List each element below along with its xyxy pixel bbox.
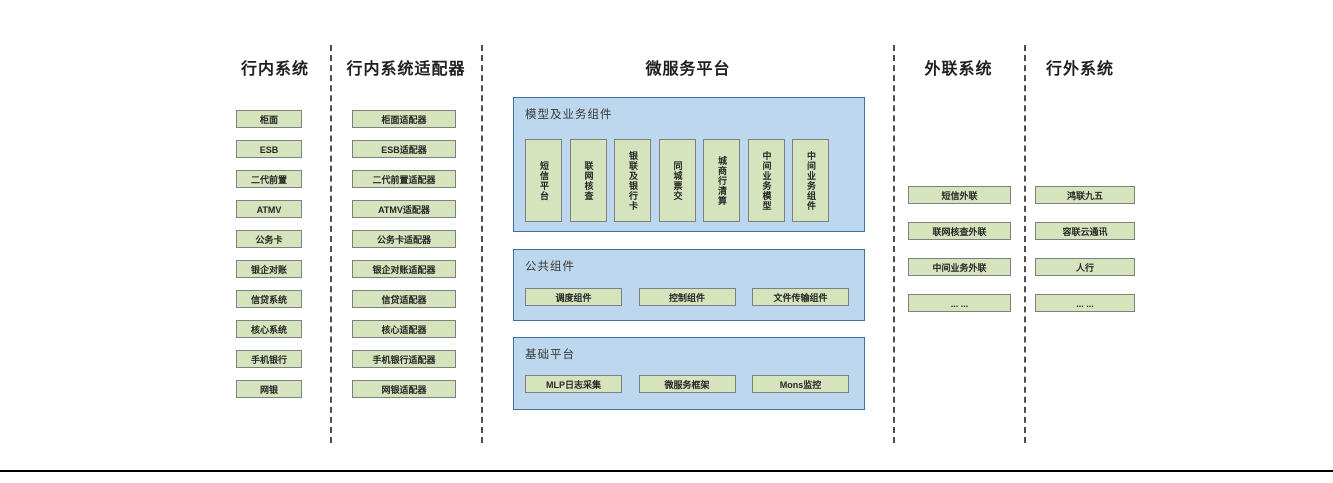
node-box: 联网核查外联 bbox=[908, 222, 1011, 240]
node-box: 银企对账适配器 bbox=[352, 260, 456, 278]
node-box: 同城票交 bbox=[658, 139, 696, 222]
node-box: 手机银行适配器 bbox=[352, 350, 456, 368]
external-link-column: 短信外联 联网核查外联 中间业务外联 ... ... bbox=[908, 186, 1011, 330]
node-box: 信贷适配器 bbox=[352, 290, 456, 308]
node-box: Mons监控 bbox=[752, 375, 849, 393]
node-box: 容联云通讯 bbox=[1035, 222, 1135, 240]
node-box: 网银适配器 bbox=[352, 380, 456, 398]
node-box: 网银 bbox=[236, 380, 302, 398]
node-box: 二代前置适配器 bbox=[352, 170, 456, 188]
node-box: 信贷系统 bbox=[236, 290, 302, 308]
node-label: 联网核查 bbox=[583, 160, 594, 201]
node-box: 柜面适配器 bbox=[352, 110, 456, 128]
node-box: ESB适配器 bbox=[352, 140, 456, 158]
header-outside-bank-systems: 行外系统 bbox=[1045, 61, 1114, 78]
node-box: 鸿联九五 bbox=[1035, 186, 1135, 204]
node-box: 银企对账 bbox=[236, 260, 302, 278]
node-box: ATMV bbox=[236, 200, 302, 218]
node-box: 短信外联 bbox=[908, 186, 1011, 204]
column-separator bbox=[330, 45, 332, 443]
node-box: 控制组件 bbox=[638, 288, 736, 306]
node-box: 城商行清算 bbox=[703, 139, 740, 222]
node-row: MLP日志采集 微服务框架 Mons监控 bbox=[525, 375, 849, 393]
node-label: 短信平台 bbox=[539, 160, 549, 201]
node-box: ESB bbox=[236, 140, 302, 158]
header-inbank-systems: 行内系统 bbox=[240, 61, 309, 78]
header-microservice-platform: 微服务平台 bbox=[645, 61, 731, 78]
column-separator bbox=[481, 45, 483, 443]
node-box: 短信平台 bbox=[525, 139, 562, 222]
node-box: 文件传输组件 bbox=[752, 288, 849, 306]
outside-bank-column: 鸿联九五 容联云通讯 人行 ... ... bbox=[1035, 186, 1135, 330]
panel-title: 公共组件 bbox=[525, 261, 575, 273]
panel-base-platform: 基础平台 MLP日志采集 微服务框架 Mons监控 bbox=[513, 337, 865, 410]
node-box: 联网核查 bbox=[569, 139, 607, 222]
node-box: 中间业务组件 bbox=[792, 139, 829, 222]
node-box: 微服务框架 bbox=[638, 375, 736, 393]
node-box: MLP日志采集 bbox=[525, 375, 622, 393]
inbank-systems-column: 柜面 ESB 二代前置 ATMV 公务卡 银企对账 信贷系统 核心系统 手机银行… bbox=[236, 110, 302, 410]
node-box: ... ... bbox=[908, 294, 1011, 312]
node-row: 调度组件 控制组件 文件传输组件 bbox=[525, 288, 849, 306]
node-box: ... ... bbox=[1035, 294, 1135, 312]
node-box: 调度组件 bbox=[525, 288, 622, 306]
node-box: 公务卡适配器 bbox=[352, 230, 456, 248]
node-box: 人行 bbox=[1035, 258, 1135, 276]
node-box: 核心适配器 bbox=[352, 320, 456, 338]
node-box: 中间业务模型 bbox=[747, 139, 785, 222]
node-box: 核心系统 bbox=[236, 320, 302, 338]
node-box: 柜面 bbox=[236, 110, 302, 128]
vertical-node-row: 短信平台 联网核查 银联及银行卡 同城票交 城商行清算 中间业务模型 中间业务组… bbox=[525, 139, 829, 222]
node-label: 中间业务组件 bbox=[806, 150, 816, 211]
node-label: 中间业务模型 bbox=[761, 150, 772, 211]
node-box: 二代前置 bbox=[236, 170, 302, 188]
node-box: 手机银行 bbox=[236, 350, 302, 368]
node-label: 城商行清算 bbox=[717, 155, 727, 206]
node-box: ATMV适配器 bbox=[352, 200, 456, 218]
panel-title: 基础平台 bbox=[525, 349, 575, 361]
node-label: 银联及银行卡 bbox=[628, 150, 638, 211]
panel-model-business-components: 模型及业务组件 短信平台 联网核查 银联及银行卡 同城票交 城商行清算 中间业务… bbox=[513, 97, 865, 232]
node-box: 中间业务外联 bbox=[908, 258, 1011, 276]
bottom-rule bbox=[0, 470, 1333, 472]
column-separator bbox=[1024, 45, 1026, 443]
column-separator bbox=[893, 45, 895, 443]
node-box: 公务卡 bbox=[236, 230, 302, 248]
node-box: 银联及银行卡 bbox=[614, 139, 651, 222]
header-external-link-systems: 外联系统 bbox=[924, 61, 993, 78]
inbank-adapters-column: 柜面适配器 ESB适配器 二代前置适配器 ATMV适配器 公务卡适配器 银企对账… bbox=[352, 110, 456, 410]
panel-title: 模型及业务组件 bbox=[525, 109, 613, 121]
node-label: 同城票交 bbox=[672, 160, 683, 201]
header-inbank-adapters: 行内系统适配器 bbox=[346, 61, 466, 78]
panel-common-components: 公共组件 调度组件 控制组件 文件传输组件 bbox=[513, 249, 865, 321]
